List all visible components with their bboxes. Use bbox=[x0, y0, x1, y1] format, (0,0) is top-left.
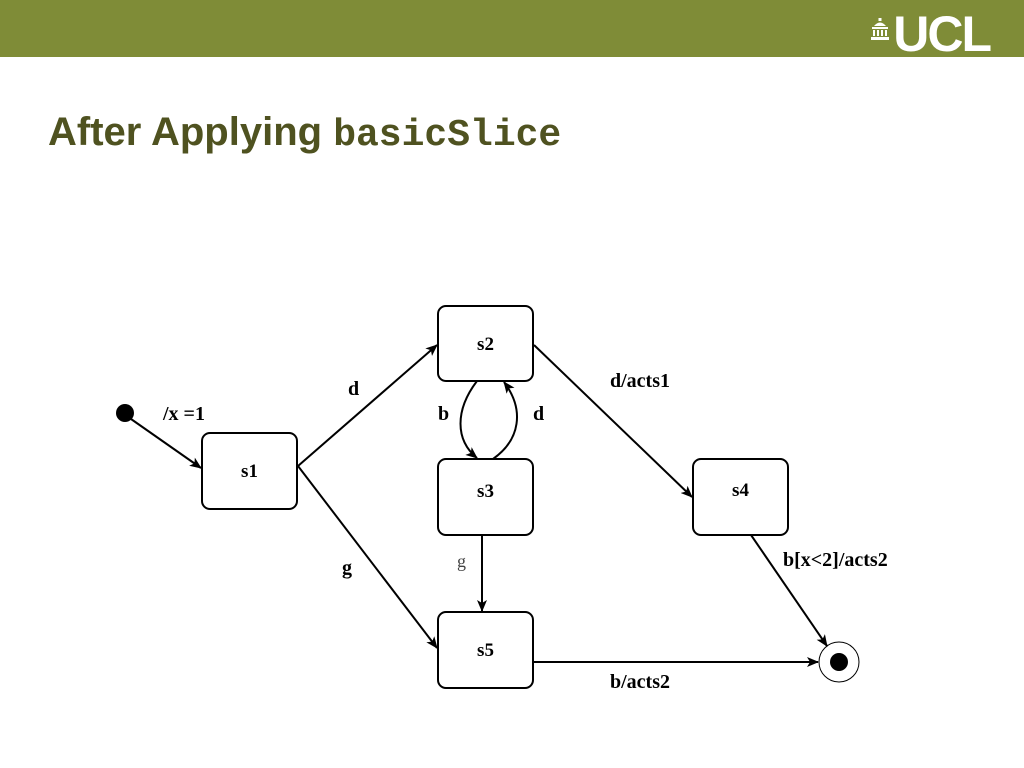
transition-label-s2-s4: d/acts1 bbox=[610, 370, 670, 392]
header-bar bbox=[0, 0, 1024, 57]
state-s1: s1 bbox=[201, 432, 298, 510]
transition-label-s1-s2: d bbox=[348, 378, 359, 400]
transition-s1-s5 bbox=[297, 465, 438, 649]
transition-s2-s4 bbox=[533, 344, 693, 498]
state-s3: s3 bbox=[437, 458, 534, 536]
final-state bbox=[818, 641, 860, 683]
state-box bbox=[692, 458, 789, 536]
logo-text: UCL bbox=[893, 6, 992, 62]
transition-s4-final bbox=[750, 534, 828, 647]
ucl-logo: UCL bbox=[870, 6, 992, 62]
state-box bbox=[437, 611, 534, 689]
state-s4: s4 bbox=[692, 458, 789, 536]
transition-init bbox=[130, 418, 202, 469]
transition-label-s3-s2: d bbox=[533, 403, 544, 425]
state-box bbox=[201, 432, 298, 510]
transition-label-s4-final: b[x<2]/acts2 bbox=[783, 549, 888, 571]
state-s5: s5 bbox=[437, 611, 534, 689]
transition-s3-s2 bbox=[492, 381, 518, 460]
state-box bbox=[437, 305, 534, 382]
transition-label-init: /x =1 bbox=[162, 403, 205, 425]
state-s2: s2 bbox=[437, 305, 534, 382]
transition-label-s1-s5: g bbox=[342, 557, 352, 579]
transition-label-s3-s5: g bbox=[457, 551, 466, 571]
transition-label-s5-final: b/acts2 bbox=[610, 671, 670, 693]
transition-s2-s3 bbox=[459, 380, 478, 459]
slide-title: After Applying basicSlice bbox=[48, 106, 561, 162]
state-label: s4 bbox=[732, 480, 749, 501]
title-prefix: After Applying bbox=[48, 110, 323, 154]
transition-label-s2-s3: b bbox=[438, 403, 449, 425]
state-label: s3 bbox=[477, 481, 494, 502]
final-state-dot bbox=[830, 653, 848, 671]
initial-state bbox=[116, 404, 134, 422]
state-label: s5 bbox=[477, 640, 494, 661]
transition-s1-s2 bbox=[297, 344, 438, 467]
title-code: basicSlice bbox=[333, 114, 562, 157]
state-label: s2 bbox=[477, 334, 494, 355]
portico-icon bbox=[871, 18, 890, 40]
state-box bbox=[437, 458, 534, 536]
state-label: s1 bbox=[241, 461, 258, 482]
